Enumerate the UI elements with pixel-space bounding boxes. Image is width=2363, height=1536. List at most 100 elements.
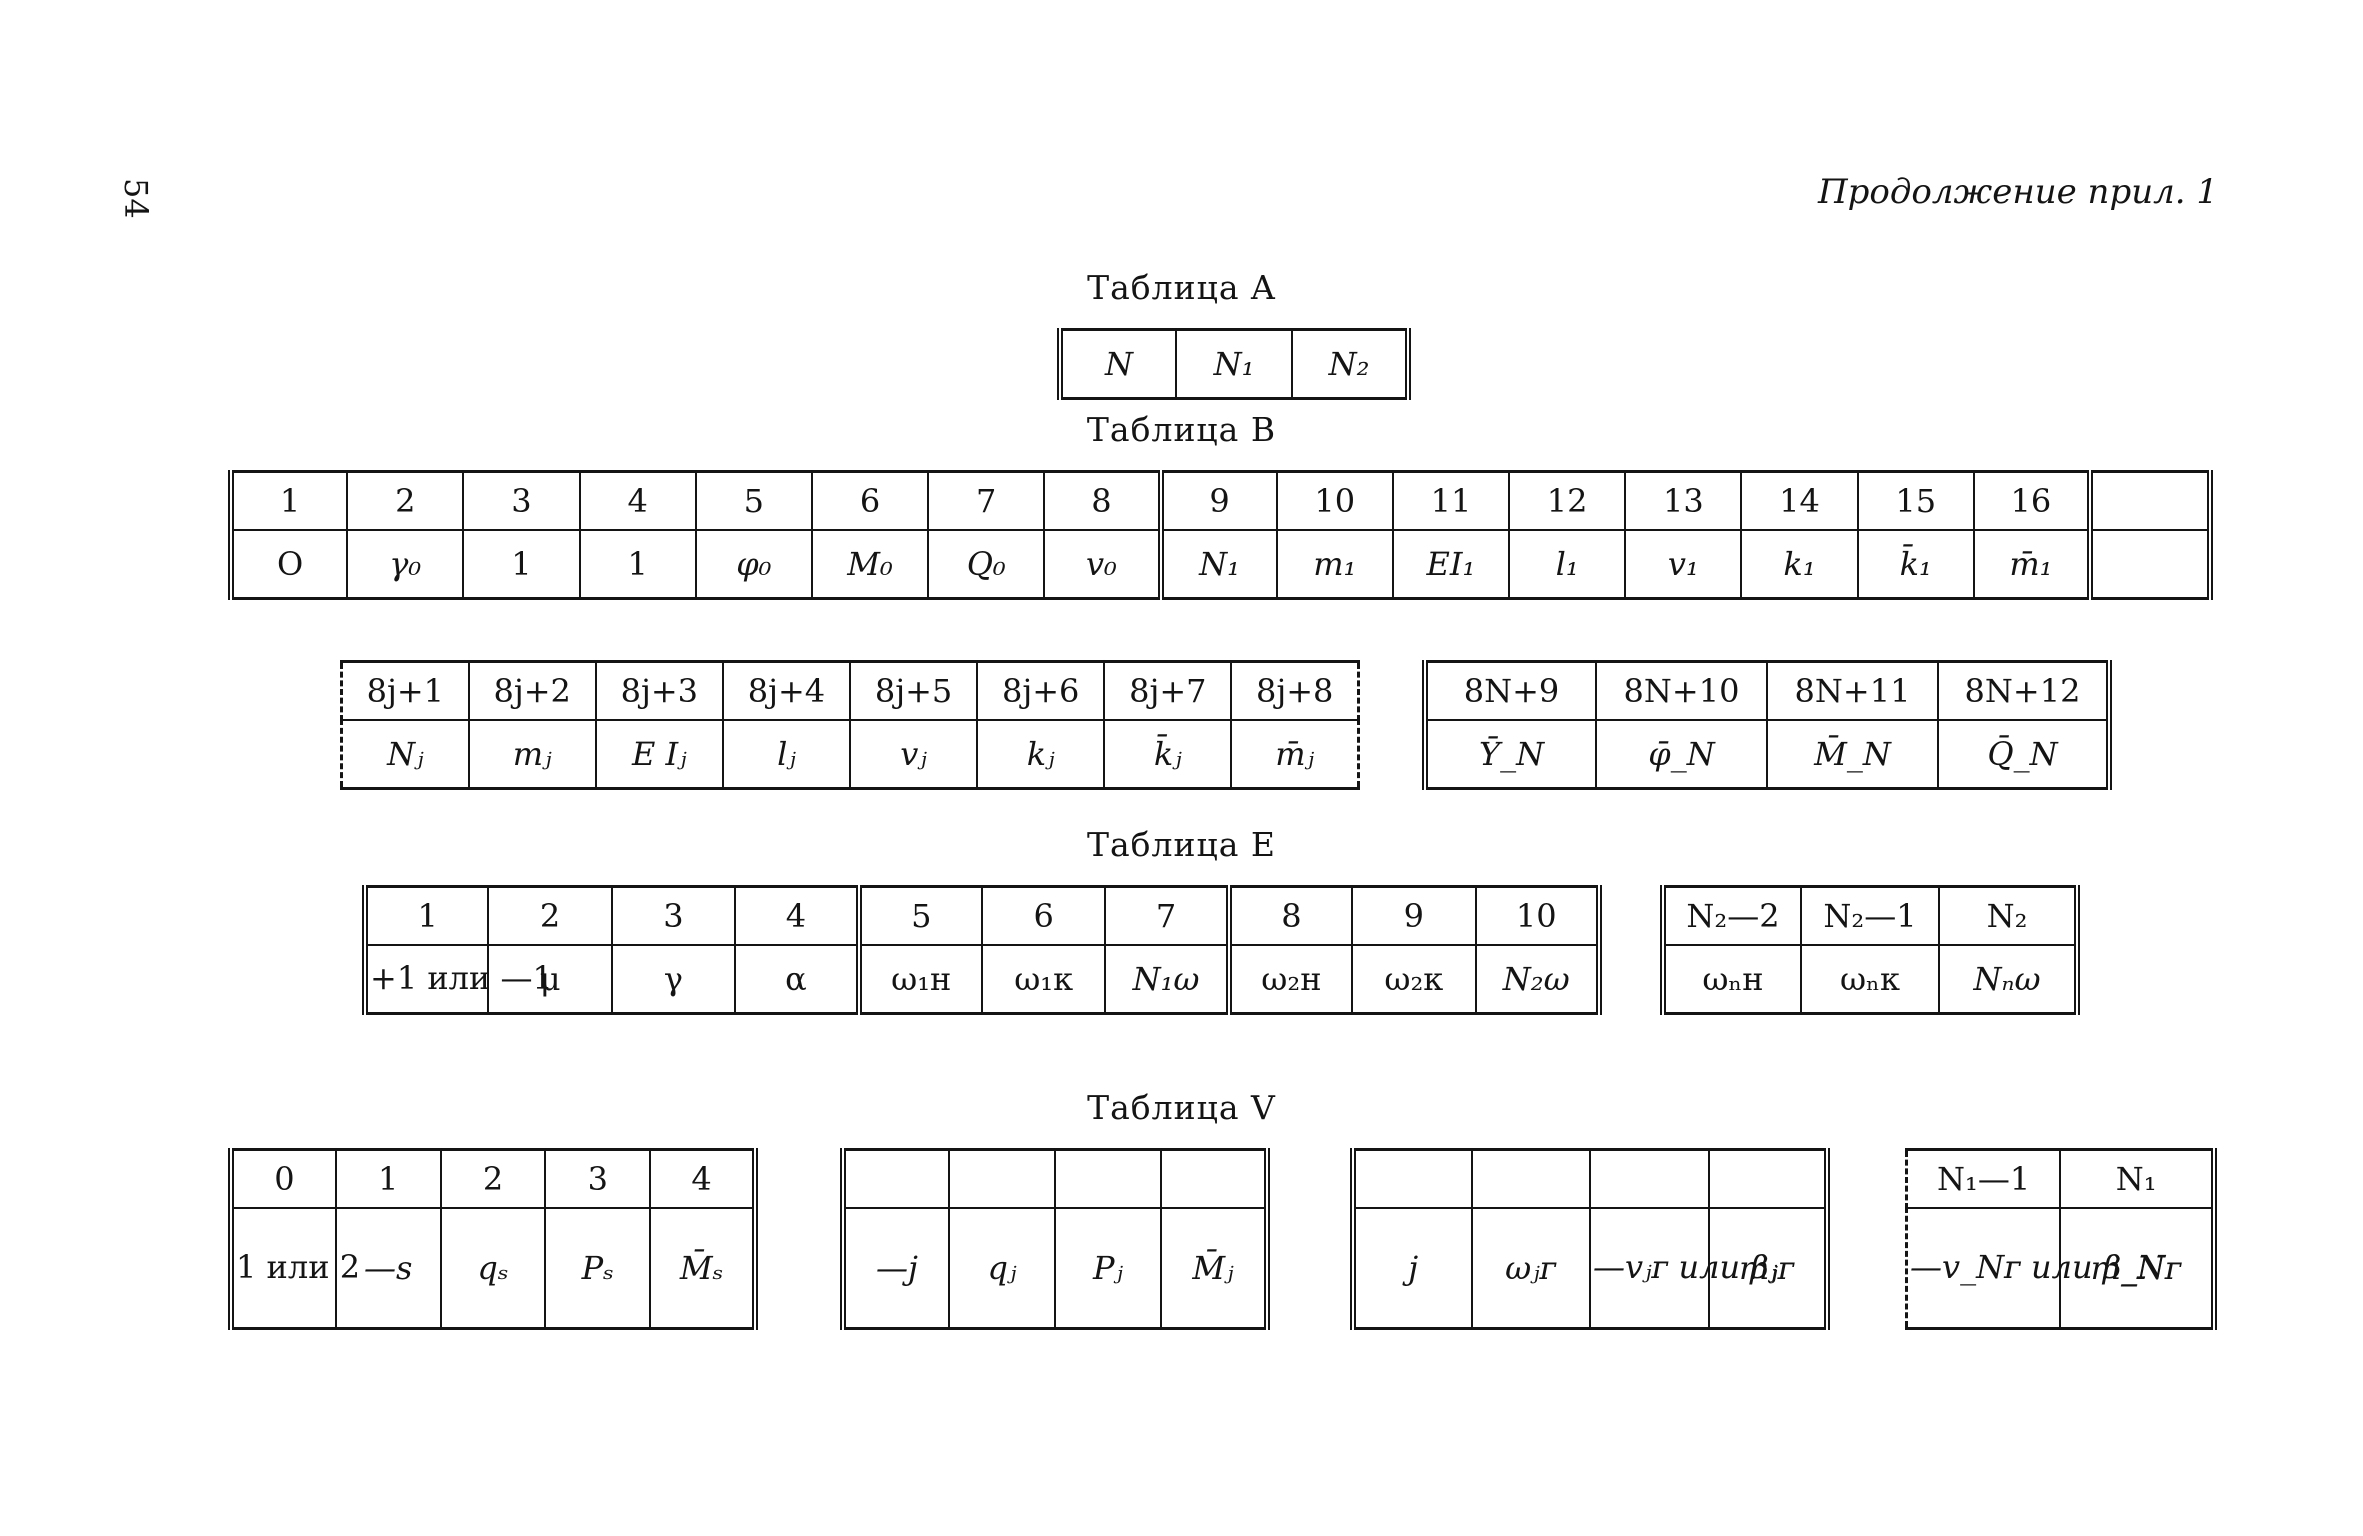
table-b-header-cell: 8j+3: [594, 661, 723, 721]
table-b-value-cell: 1: [578, 530, 696, 599]
table-b-value-cell: φ₀: [694, 530, 812, 599]
table-e-header-cell: 5: [855, 886, 982, 946]
table-e-header-cell: 10: [1474, 886, 1603, 946]
table-v-header-cell: 3: [544, 1149, 651, 1209]
table-e-caption: Таблица E: [1087, 825, 1276, 864]
table-v-header-cell: 0: [231, 1149, 336, 1209]
table-e-value-cell: μ: [487, 945, 612, 1014]
table-b-header-cell: 13: [1624, 471, 1742, 531]
table-b-header-cell: 3: [462, 471, 580, 531]
page-heading: Продолжение прил. 1: [1818, 172, 2218, 212]
table-b-value-cell: N₁: [1157, 530, 1277, 599]
table-b-value-cell: m̄₁: [1972, 530, 2094, 599]
table-v-header-cell: N₁—1: [1906, 1149, 2061, 1209]
table-e-value-cell: N₂ω: [1474, 945, 1603, 1014]
table-b-header-cell: 8j+8: [1230, 661, 1359, 721]
table-b-value-cell: M̄_N: [1766, 720, 1938, 789]
table-b-value-cell: v₀: [1043, 530, 1161, 599]
table-e-header-cell: 2: [487, 886, 612, 946]
table-e-value-cell: γ: [610, 945, 736, 1014]
table-v-value-cell: qₛ: [439, 1208, 546, 1329]
table-e-value-cell: +1 или —1: [370, 959, 553, 998]
table-b-value-cell: k₁: [1740, 530, 1858, 599]
table-e-value-cell: ωₙк: [1800, 945, 1939, 1014]
table-v-value-cell: 1 или 2: [236, 1248, 361, 1287]
table-e-header-cell: 3: [610, 886, 736, 946]
table-b-value-cell: φ̄_N: [1595, 720, 1767, 789]
table-v-header-cell: [1350, 1149, 1472, 1209]
table-e-header-cell: 8: [1225, 886, 1353, 946]
table-v-part-4: N₁—1 N₁ —v_Nᴦ или β_N m_Nᴦ: [1905, 1148, 2217, 1330]
table-b-value-cell: lⱼ: [721, 720, 850, 789]
table-v-caption: Таблица V: [1087, 1088, 1276, 1127]
table-b-value-cell: m̄ⱼ: [1230, 720, 1359, 789]
table-v-header-cell: [948, 1149, 1055, 1209]
table-b-header-cell: 16: [1972, 471, 2094, 531]
table-b-part-2: 8j+1 8j+2 8j+3 8j+4 8j+5 8j+6 8j+7 8j+8 …: [340, 660, 1360, 790]
table-b-value-cell: k̄ⱼ: [1103, 720, 1232, 789]
table-e-value-cell: ω₁к: [980, 945, 1106, 1014]
table-v-value-cell: —s: [334, 1208, 441, 1329]
table-b-header-cell: 6: [810, 471, 929, 531]
table-b-header-cell: 8j+5: [848, 661, 978, 721]
table-v-value-cell: ωⱼᴦ: [1470, 1208, 1590, 1329]
table-b-header-cell: 10: [1275, 471, 1393, 531]
table-b-value-cell: M₀: [810, 530, 929, 599]
table-b-spacer-cell: [2090, 471, 2210, 531]
table-v-value-cell: Pⱼ: [1054, 1208, 1161, 1329]
table-b-value-cell: mⱼ: [467, 720, 596, 789]
table-b-header-cell: 8j+7: [1103, 661, 1232, 721]
table-e-header-cell: N₂: [1938, 886, 2077, 946]
table-b-header-cell: 8j+4: [721, 661, 850, 721]
table-v-value-cell: mⱼᴦ: [1707, 1208, 1830, 1329]
table-e-header-cell: N₂—1: [1800, 886, 1939, 946]
table-e-header-cell: 1: [365, 886, 489, 946]
table-a-cell: N: [1105, 345, 1133, 383]
table-e-value-cell: α: [734, 945, 859, 1014]
table-b-header-cell: 8N+12: [1937, 661, 2109, 721]
table-v-value-cell: —j: [840, 1208, 949, 1329]
table-b-value-cell: O: [276, 545, 304, 583]
table-e-header-cell: 7: [1104, 886, 1229, 946]
table-b-part-1: 1 2 3 4 5 6 7 8 9 10 11 12 13 14 15 16 O…: [228, 470, 2213, 600]
table-b-header-cell: 8j+2: [467, 661, 596, 721]
table-v-value-cell: Pₛ: [544, 1208, 651, 1329]
table-v-header-cell: [1054, 1149, 1161, 1209]
table-v-header-cell: 1: [334, 1149, 441, 1209]
table-e-header-cell: N₂—2: [1660, 886, 1801, 946]
table-b-header-cell: 14: [1740, 471, 1858, 531]
table-b-value-cell: E Iⱼ: [594, 720, 723, 789]
table-b-header-cell: 8: [1043, 471, 1161, 531]
table-a-caption: Таблица A: [1087, 268, 1276, 307]
table-b-header-cell: 1: [231, 471, 348, 531]
table-v-value-cell: M̄ⱼ: [1160, 1208, 1270, 1329]
table-v-header-cell: 4: [649, 1149, 758, 1209]
table-v-value-cell: qⱼ: [948, 1208, 1055, 1329]
table-e-part-1: 1 2 3 4 5 6 7 8 9 10 +1 или —1 μ γ α ω₁н…: [362, 885, 1603, 1015]
table-e-value-cell: ω₂н: [1225, 945, 1353, 1014]
table-e-header-cell: 6: [980, 886, 1106, 946]
table-b-header-cell: 8N+9: [1422, 661, 1596, 721]
table-b-header-cell: 2: [346, 471, 464, 531]
table-e-part-2: N₂—2 N₂—1 N₂ ωₙн ωₙк Nₙω: [1660, 885, 2080, 1015]
table-v-header-cell: [1160, 1149, 1270, 1209]
table-e-value-cell: Nₙω: [1938, 945, 2077, 1014]
table-b-value-cell: l₁: [1508, 530, 1626, 599]
table-a-cell: N₁: [1175, 329, 1292, 399]
table-b-value-cell: k̄₁: [1856, 530, 1974, 599]
table-b-header-cell: 15: [1856, 471, 1974, 531]
table-v-value-cell: M̄ₛ: [649, 1208, 758, 1329]
table-b-header-cell: 8N+10: [1595, 661, 1767, 721]
table-b-value-cell: γ₀: [346, 530, 464, 599]
table-b-value-cell: v₁: [1624, 530, 1742, 599]
table-b-value-cell: Q̄_N: [1937, 720, 2109, 789]
table-a: N N₁ N₂: [1057, 328, 1411, 400]
table-v-header-cell: 2: [439, 1149, 546, 1209]
table-e-header-cell: 9: [1351, 886, 1476, 946]
page-number: 54: [117, 178, 155, 219]
table-b-header-cell: 11: [1391, 471, 1510, 531]
table-b-header-cell: 8N+11: [1766, 661, 1938, 721]
table-v-value-cell: m_Nᴦ: [2059, 1208, 2214, 1329]
table-b-header-cell: 8j+1: [341, 661, 469, 721]
table-v-value-cell: j: [1350, 1208, 1472, 1329]
